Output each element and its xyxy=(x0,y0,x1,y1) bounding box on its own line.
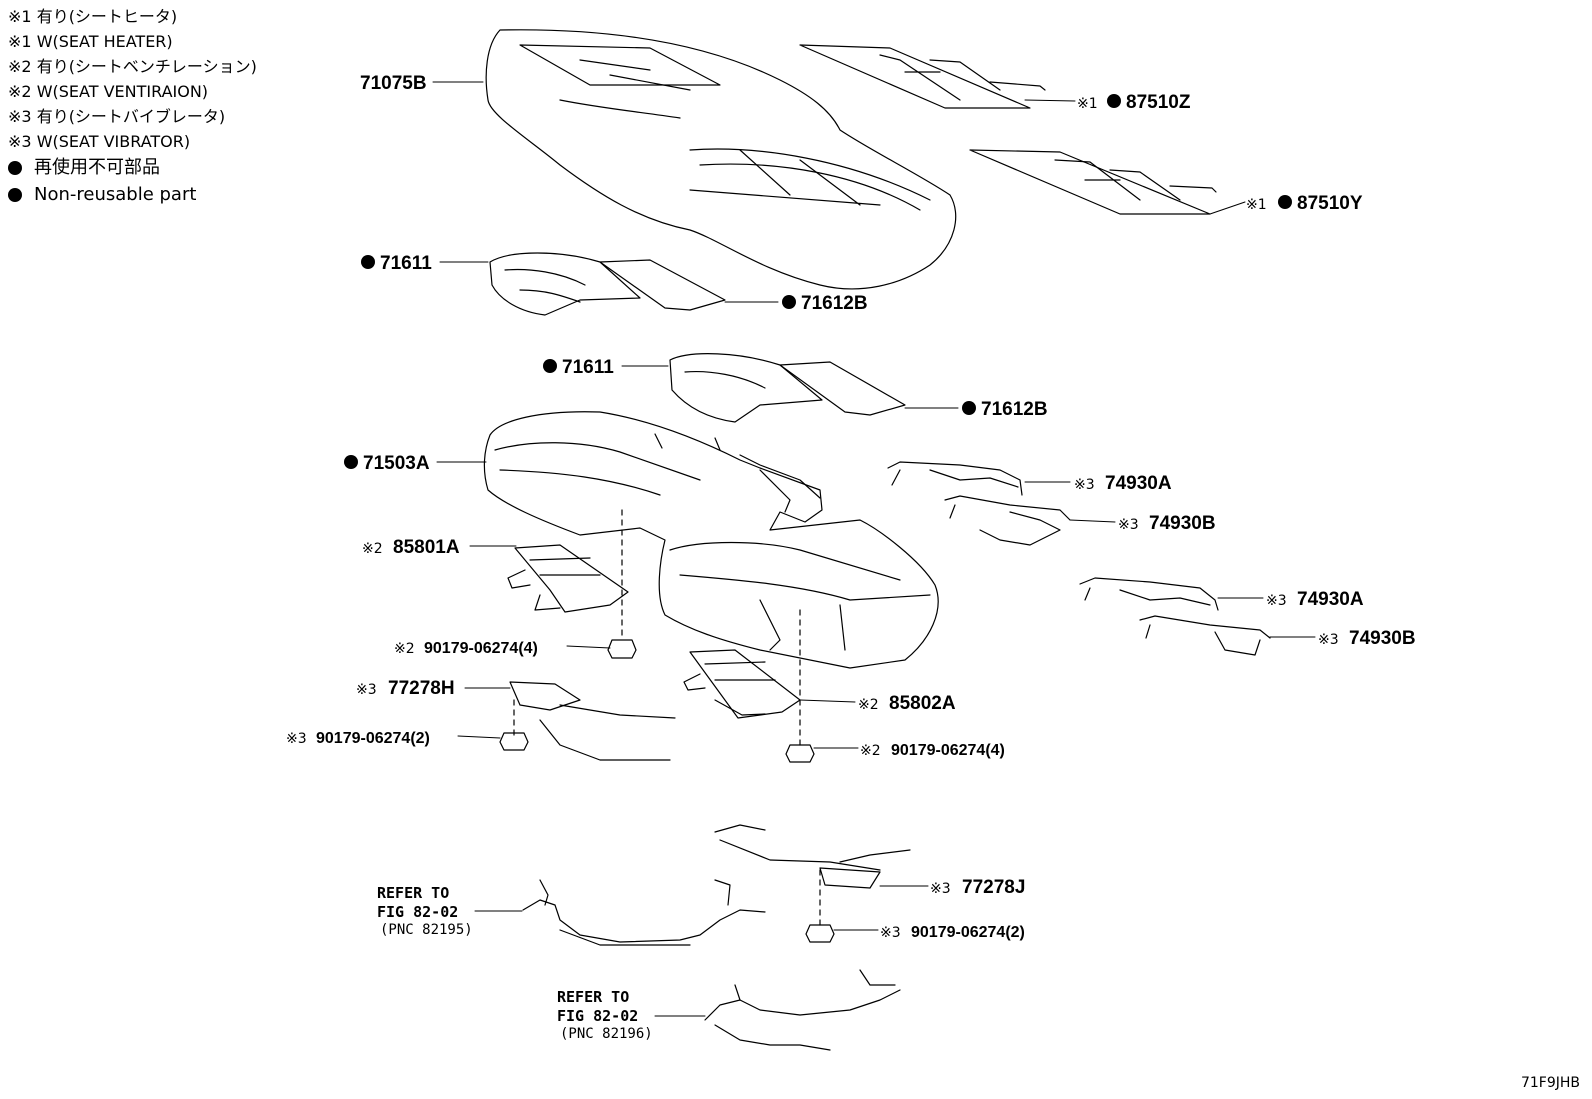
legend-row: ※2 有り(シートベンチレーション) xyxy=(8,54,257,79)
nonreusable-dot-icon xyxy=(344,455,358,469)
refer-to-label: REFER TO xyxy=(377,884,449,902)
callout-labels: 71075B ※1 87510Z ※1 87510Y 71611 71612B … xyxy=(286,73,1416,1042)
legend-text: 有り(シートヒータ) xyxy=(36,7,178,26)
heater-pad-lower-drawing xyxy=(969,149,1217,215)
part-label-90179-2-lower: 90179-06274(2) xyxy=(911,924,1025,941)
legend-text: Non-reusable part xyxy=(34,184,197,205)
ventilation-fan-85801a-drawing xyxy=(507,544,629,613)
vibrator-74930-lower-drawing xyxy=(1079,577,1271,656)
part-label-74930a-lower: 74930A xyxy=(1297,589,1364,610)
part-note-90179-2-lower: ※3 xyxy=(880,925,901,941)
part-label-71611-lower: 71611 xyxy=(562,357,614,378)
nonreusable-dot-icon xyxy=(1278,195,1292,209)
part-note-77278h: ※3 xyxy=(356,682,377,698)
wire-harness-82195-drawing xyxy=(522,879,766,946)
refer-pnc-label: (PNC 82196) xyxy=(560,1026,653,1042)
part-label-90179-4-lower: 90179-06274(4) xyxy=(891,742,1005,759)
nonreusable-dot-icon xyxy=(361,255,375,269)
part-note-87510z: ※1 xyxy=(1077,96,1098,112)
part-label-74930b-upper: 74930B xyxy=(1149,513,1216,534)
part-note-85801a: ※2 xyxy=(362,541,383,557)
part-note-74930b-upper: ※3 xyxy=(1118,517,1139,533)
part-note-74930b-lower: ※3 xyxy=(1318,632,1339,648)
part-label-77278h: 77278H xyxy=(388,678,455,699)
part-label-90179-2-upper: 90179-06274(2) xyxy=(316,730,430,747)
vibrator-74930-upper-drawing xyxy=(887,461,1071,546)
part-note-90179-4-upper: ※2 xyxy=(394,641,415,657)
part-label-74930b-lower: 74930B xyxy=(1349,628,1416,649)
legend-row: ※1 W(SEAT HEATER) xyxy=(8,29,257,54)
part-label-71611-upper: 71611 xyxy=(380,253,432,274)
legend-text: W(SEAT VIBRATOR) xyxy=(36,132,191,151)
legend-mark: ※2 xyxy=(8,82,32,101)
part-label-77278j: 77278J xyxy=(962,877,1025,898)
legend-row: ※1 有り(シートヒータ) xyxy=(8,4,257,29)
legend-mark: ※3 xyxy=(8,132,32,151)
bracket-77278j-drawing xyxy=(714,824,911,889)
heater-pad-upper-drawing xyxy=(799,44,1046,109)
part-note-77278j: ※3 xyxy=(930,881,951,897)
refer-fig-label: FIG 82-02 xyxy=(557,1007,638,1025)
part-note-85802a: ※2 xyxy=(858,697,879,713)
diagram-code: 71F9JHB xyxy=(1520,1075,1580,1091)
legend-text: W(SEAT VENTIRAION) xyxy=(36,82,209,101)
part-label-71612b-upper: 71612B xyxy=(801,293,868,314)
legend-mark: ※1 xyxy=(8,32,32,51)
part-note-74930a-upper: ※3 xyxy=(1074,477,1095,493)
part-label-71503a: 71503A xyxy=(363,453,430,474)
seat-cushion-pad-drawing xyxy=(483,411,939,669)
seat-pad-lower-drawing xyxy=(669,353,906,423)
legend-mark: ※2 xyxy=(8,57,32,76)
seat-cover-drawing xyxy=(485,29,957,290)
part-note-74930a-lower: ※3 xyxy=(1266,593,1287,609)
nonreusable-dot-icon xyxy=(8,160,22,175)
nonreusable-dot-icon xyxy=(543,359,557,373)
nonreusable-dot-icon xyxy=(8,187,22,202)
legend-row-nonreusable-jp: 再使用不可部品 xyxy=(8,154,257,181)
legend: ※1 有り(シートヒータ) ※1 W(SEAT HEATER) ※2 有り(シー… xyxy=(8,4,257,208)
nonreusable-dot-icon xyxy=(1107,94,1121,108)
part-note-90179-2-upper: ※3 xyxy=(286,731,307,747)
legend-text: W(SEAT HEATER) xyxy=(36,32,173,51)
part-note-87510y: ※1 xyxy=(1246,197,1267,213)
part-note-90179-4-lower: ※2 xyxy=(860,743,881,759)
legend-text: 有り(シートバイブレータ) xyxy=(36,107,226,126)
part-label-71612b-lower: 71612B xyxy=(981,399,1048,420)
part-label-85801a: 85801A xyxy=(393,537,460,558)
refer-to-label: REFER TO xyxy=(557,988,629,1006)
part-label-71075b: 71075B xyxy=(360,73,427,94)
legend-text: 再使用不可部品 xyxy=(34,157,160,178)
refer-pnc-label: (PNC 82195) xyxy=(380,922,473,938)
leader-lines xyxy=(432,81,1316,1017)
legend-row-nonreusable-en: Non-reusable part xyxy=(8,181,257,208)
legend-mark: ※1 xyxy=(8,7,32,26)
nonreusable-dot-icon xyxy=(962,401,976,415)
refer-fig-label: FIG 82-02 xyxy=(377,903,458,921)
part-label-74930a-upper: 74930A xyxy=(1105,473,1172,494)
alignment-lines xyxy=(513,509,821,926)
legend-mark: ※3 xyxy=(8,107,32,126)
nut-icons xyxy=(499,639,835,943)
wire-harness-82196-drawing xyxy=(704,969,901,1051)
seat-pad-upper-drawing xyxy=(489,252,726,316)
part-label-87510z: 87510Z xyxy=(1126,92,1191,113)
legend-row: ※2 W(SEAT VENTIRAION) xyxy=(8,79,257,104)
part-label-87510y: 87510Y xyxy=(1297,193,1363,214)
legend-row: ※3 有り(シートバイブレータ) xyxy=(8,104,257,129)
legend-row: ※3 W(SEAT VIBRATOR) xyxy=(8,129,257,154)
nonreusable-dot-icon xyxy=(782,295,796,309)
legend-text: 有り(シートベンチレーション) xyxy=(36,57,257,76)
part-label-90179-4-upper: 90179-06274(4) xyxy=(424,640,538,657)
bracket-77278h-drawing xyxy=(509,681,676,761)
ventilation-fan-85802a-drawing xyxy=(683,649,801,719)
part-label-85802a: 85802A xyxy=(889,693,956,714)
